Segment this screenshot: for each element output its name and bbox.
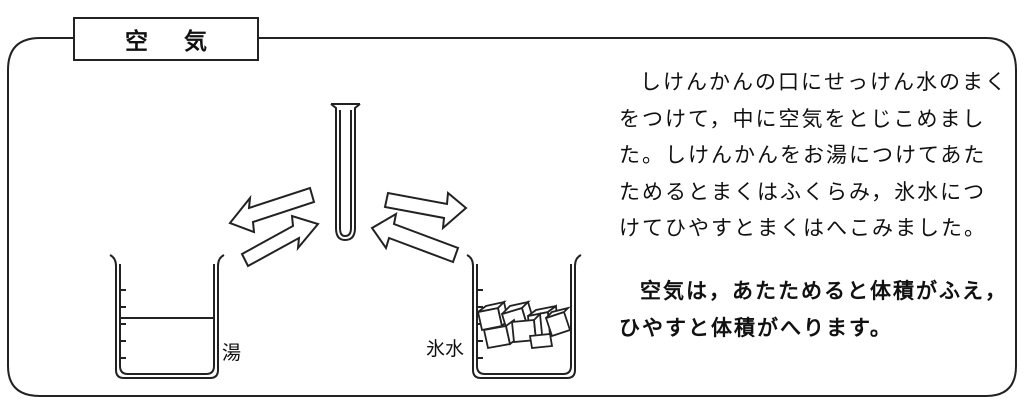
ice-cubes — [476, 300, 572, 350]
test-tube — [330, 103, 361, 242]
arrow-to-ice — [383, 191, 468, 231]
hot-water-beaker — [109, 254, 225, 379]
panel-border — [7, 37, 1017, 397]
title-tab — [73, 17, 259, 61]
arrow-return-left — [240, 214, 320, 268]
arrow-expand-left — [228, 186, 316, 234]
page-title: 空 気 — [124, 29, 221, 55]
arrow-from-ice — [370, 212, 460, 264]
ice-water-label: 氷水 — [426, 338, 465, 360]
hot-water-label: 湯 — [222, 342, 242, 364]
description-paragraph: しけんかんの口にせっけん水のまくをつけて，中に空気をとじこめました。しけんかんを… — [619, 70, 1008, 240]
description-text: しけんかんの口にせっけん水のまくをつけて，中に空気をとじこめました。しけんかんを… — [619, 64, 1009, 247]
summary-text: 空気は，あたためると体積がふえ，ひやすと体積がへります。 — [619, 279, 1008, 340]
